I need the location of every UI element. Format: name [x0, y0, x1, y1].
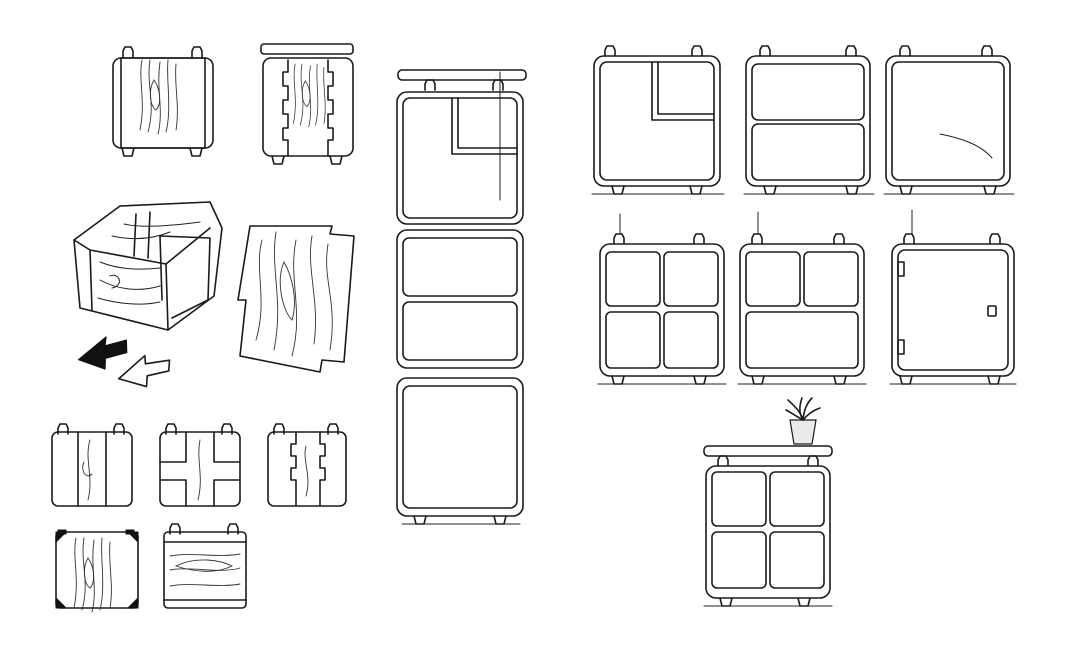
cabinet-door: [889, 209, 1017, 385]
wrapped-block-front: [112, 46, 214, 157]
assembly-arrow-icon: [77, 336, 171, 388]
open-wrapped-cube: [73, 201, 223, 331]
cabinet-two-shelf: [743, 45, 875, 195]
cabinet-l-shelf: [591, 45, 725, 195]
cabinet-four-cell: [597, 213, 727, 385]
block-variant-1: [51, 423, 133, 507]
block-variant-5: [163, 523, 247, 609]
stacked-tower: [396, 69, 527, 525]
block-variant-2: [159, 423, 241, 507]
plant-icon: [785, 397, 821, 445]
slotted-frame-with-top: [260, 43, 354, 165]
block-variant-4: [55, 529, 139, 613]
block-variant-3: [267, 423, 347, 507]
cabinet-three-cell: [737, 211, 867, 385]
cabinet-with-plant: [703, 397, 833, 607]
flat-wood-panel: [237, 225, 355, 373]
cabinet-open: [883, 45, 1015, 195]
